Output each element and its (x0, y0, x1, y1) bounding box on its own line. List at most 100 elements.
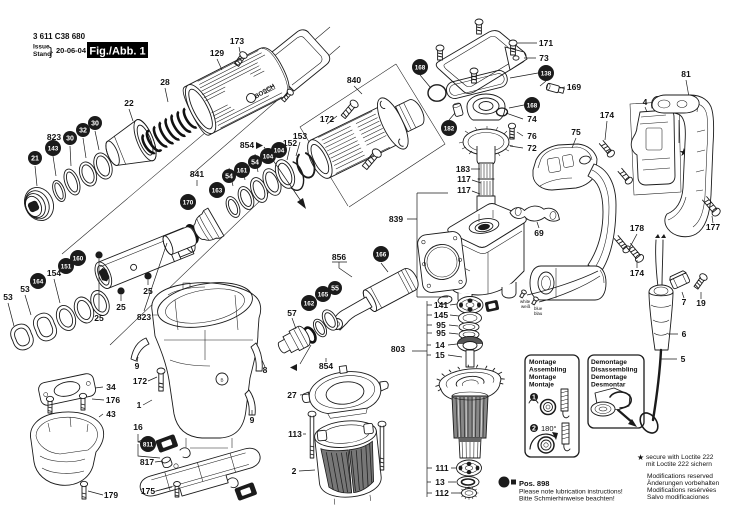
svg-text:1: 1 (532, 395, 536, 402)
svg-text:53: 53 (3, 292, 13, 302)
svg-text:170: 170 (183, 199, 194, 206)
svg-text:Änderungen vorbehalten: Änderungen vorbehalten (647, 479, 720, 487)
svg-text:9: 9 (135, 361, 140, 371)
svg-text:6: 6 (682, 329, 687, 339)
svg-text:Fig./Abb. 1: Fig./Abb. 1 (89, 46, 145, 58)
svg-text:75: 75 (571, 127, 581, 137)
svg-text:143: 143 (48, 145, 59, 152)
svg-text:839: 839 (389, 214, 403, 224)
svg-text:Montage: Montage (529, 374, 556, 381)
svg-text:856: 856 (332, 252, 346, 262)
svg-text:13: 13 (435, 477, 445, 487)
svg-text:173: 173 (230, 36, 244, 46)
svg-text:Assembling: Assembling (529, 367, 566, 374)
svg-text:Demontage: Demontage (591, 374, 627, 381)
svg-text:179: 179 (104, 490, 118, 500)
svg-text:811: 811 (143, 441, 154, 448)
svg-text:177: 177 (706, 222, 720, 232)
svg-text:★: ★ (679, 147, 689, 159)
svg-text:163: 163 (212, 187, 223, 194)
svg-text:113: 113 (288, 429, 302, 439)
svg-text:141: 141 (434, 300, 448, 310)
svg-text:178: 178 (630, 223, 644, 233)
svg-text:22: 22 (124, 98, 134, 108)
svg-text:171: 171 (539, 38, 553, 48)
svg-text:117: 117 (457, 185, 471, 195)
svg-text:25: 25 (143, 286, 153, 296)
svg-text:183: 183 (456, 164, 470, 174)
svg-text:153: 153 (293, 131, 307, 141)
svg-text:104: 104 (274, 147, 285, 154)
svg-text:28: 28 (160, 77, 170, 87)
svg-text:Montaje: Montaje (529, 382, 554, 389)
svg-text:Issue: Issue (33, 44, 50, 51)
svg-text:54: 54 (251, 159, 259, 166)
svg-text:Disassembling: Disassembling (591, 367, 638, 374)
svg-text:104: 104 (263, 153, 274, 160)
svg-text:161: 161 (237, 167, 248, 174)
svg-text:823: 823 (47, 132, 61, 142)
svg-text:15: 15 (435, 350, 445, 360)
svg-text:★: ★ (637, 453, 644, 462)
svg-text:7: 7 (682, 297, 687, 307)
svg-text:73: 73 (539, 53, 549, 63)
svg-text:129: 129 (210, 48, 224, 58)
svg-text:mit Loctite 222 sichern: mit Loctite 222 sichern (646, 461, 712, 468)
svg-text:21: 21 (31, 155, 39, 162)
svg-text:162: 162 (304, 300, 315, 307)
svg-text:27: 27 (287, 390, 297, 400)
svg-text:weiß: weiß (521, 304, 531, 309)
svg-text:white: white (520, 299, 531, 304)
svg-text:160: 160 (73, 255, 84, 262)
svg-text:43: 43 (106, 409, 116, 419)
svg-text:3 611 C38 680: 3 611 C38 680 (33, 32, 86, 41)
svg-text:111: 111 (435, 463, 449, 473)
svg-text:174: 174 (600, 110, 614, 120)
svg-text:30: 30 (66, 135, 74, 142)
svg-text:154: 154 (47, 268, 61, 278)
svg-text:76: 76 (527, 131, 537, 141)
svg-text:152: 152 (283, 138, 297, 148)
svg-text:176: 176 (106, 395, 120, 405)
svg-text:Modifications resérvées: Modifications resérvées (647, 487, 717, 494)
svg-text:4: 4 (643, 97, 648, 107)
svg-text:151: 151 (61, 263, 72, 270)
svg-text:169: 169 (567, 82, 581, 92)
svg-text:34: 34 (106, 382, 116, 392)
svg-text:165: 165 (318, 291, 329, 298)
svg-text:174: 174 (630, 268, 644, 278)
svg-text:840: 840 (347, 75, 361, 85)
svg-text:841: 841 (190, 169, 204, 179)
svg-text:16: 16 (133, 422, 143, 432)
svg-text:9: 9 (250, 415, 255, 425)
svg-text:180°: 180° (541, 424, 557, 433)
svg-text:Pos. 898: Pos. 898 (519, 479, 549, 488)
svg-text:166: 166 (376, 251, 387, 258)
svg-text:854: 854 (319, 361, 333, 371)
svg-text:14: 14 (435, 340, 445, 350)
svg-text:Montage: Montage (529, 359, 556, 366)
svg-text:blau: blau (534, 311, 543, 316)
svg-text:secure with Loctite 222: secure with Loctite 222 (646, 454, 714, 461)
svg-text:823: 823 (137, 312, 151, 322)
svg-text:25: 25 (94, 313, 104, 323)
svg-text:B: B (220, 378, 223, 383)
svg-text:53: 53 (20, 284, 30, 294)
svg-text:Demontage: Demontage (591, 359, 627, 366)
svg-text:Salvo modificaciones: Salvo modificaciones (647, 494, 710, 501)
svg-text:803: 803 (391, 344, 405, 354)
svg-text:Desmontar: Desmontar (591, 382, 626, 389)
svg-text:}: } (49, 45, 53, 59)
svg-text:95: 95 (436, 328, 446, 338)
svg-text:72: 72 (527, 143, 537, 153)
svg-text:20-06-04: 20-06-04 (56, 46, 87, 55)
svg-text:175: 175 (141, 486, 155, 496)
svg-text:1: 1 (137, 400, 142, 410)
svg-text:182: 182 (444, 125, 455, 132)
svg-text:172: 172 (133, 376, 147, 386)
svg-text:Please note lubrication instru: Please note lubrication instructions! (519, 489, 623, 496)
svg-text:8: 8 (263, 365, 268, 375)
svg-text:blue: blue (534, 306, 543, 311)
svg-text:19: 19 (696, 298, 706, 308)
svg-text:25: 25 (116, 302, 126, 312)
